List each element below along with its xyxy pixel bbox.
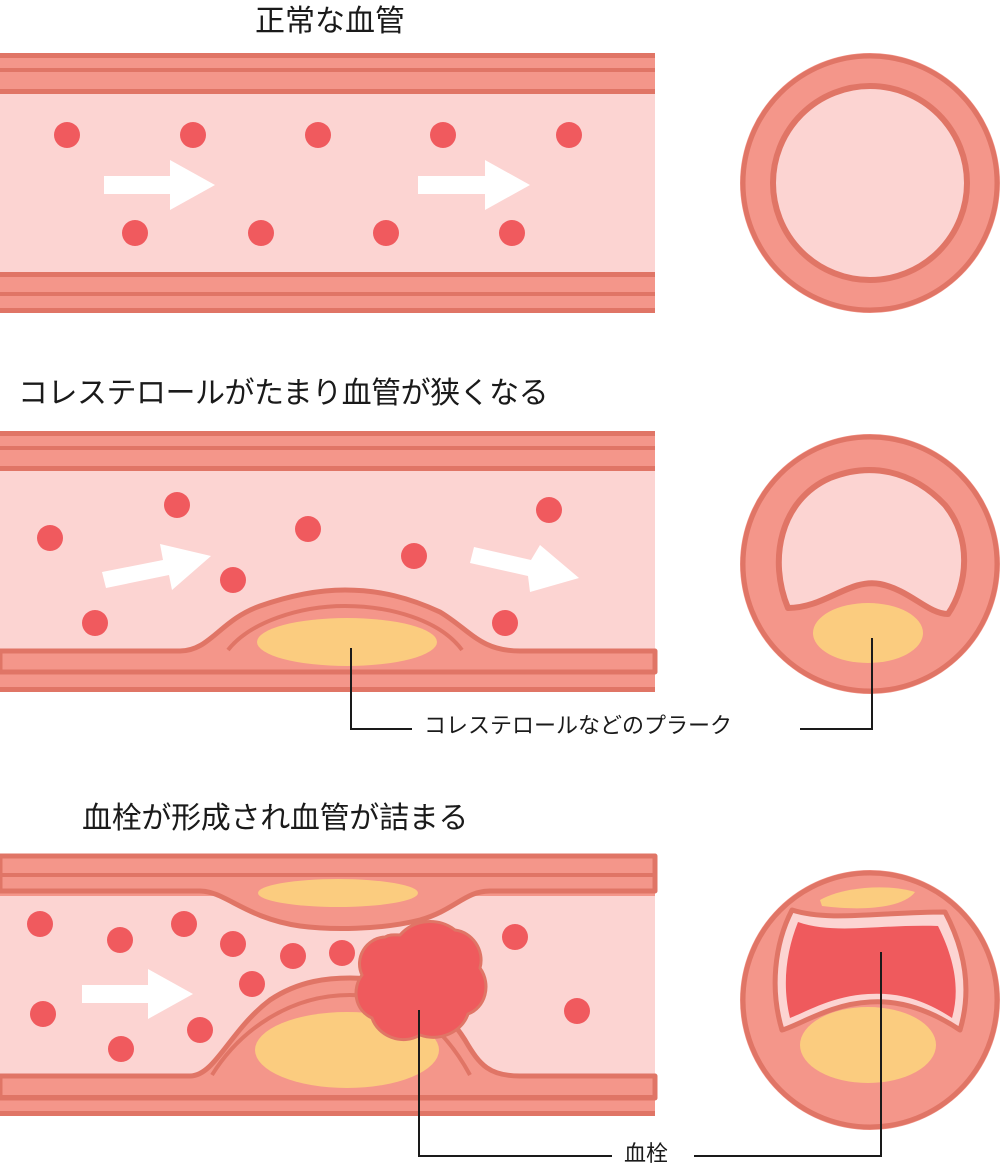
red-blood-cell bbox=[54, 122, 80, 148]
flow-arrow-icon bbox=[470, 545, 579, 592]
red-blood-cell bbox=[107, 927, 133, 953]
plaque-leader-lines bbox=[350, 638, 873, 730]
thrombus-clot-icon bbox=[785, 922, 956, 1018]
normal-vessel-cross-section bbox=[740, 53, 1000, 313]
red-blood-cell bbox=[164, 492, 190, 518]
red-blood-cell bbox=[220, 931, 246, 957]
red-blood-cell bbox=[492, 610, 518, 636]
red-blood-cells bbox=[37, 492, 562, 636]
red-blood-cells bbox=[27, 911, 590, 1062]
vessel-lumen bbox=[0, 93, 655, 273]
plaque-deposit-icon bbox=[257, 618, 437, 666]
red-blood-cell bbox=[37, 525, 63, 551]
flow-arrow-icon bbox=[104, 160, 215, 210]
red-blood-cell bbox=[401, 543, 427, 569]
red-blood-cell bbox=[108, 1036, 134, 1062]
flow-arrow-icon bbox=[418, 160, 530, 210]
heading-normal-vessel: 正常な血管 bbox=[255, 4, 405, 39]
narrowed-lumen bbox=[775, 467, 968, 617]
red-blood-cell bbox=[373, 220, 399, 246]
blocked-vessel-cross-section bbox=[740, 870, 1000, 1130]
red-blood-cell bbox=[171, 911, 197, 937]
red-blood-cell bbox=[248, 220, 274, 246]
red-blood-cell bbox=[220, 567, 246, 593]
plaque-deposit-icon bbox=[820, 887, 915, 909]
narrowed-vessel-cross-section bbox=[740, 434, 1000, 694]
blocked-vessel-longitudinal bbox=[0, 853, 658, 1116]
red-blood-cell bbox=[187, 1017, 213, 1043]
red-blood-cell bbox=[295, 516, 321, 542]
red-blood-cell bbox=[305, 122, 331, 148]
heading-narrowed-vessel: コレステロールがたまり血管が狭くなる bbox=[18, 376, 549, 411]
red-blood-cell bbox=[30, 1001, 56, 1027]
red-blood-cells bbox=[54, 122, 582, 246]
red-blood-cell bbox=[329, 940, 355, 966]
red-blood-cell bbox=[430, 122, 456, 148]
normal-vessel-longitudinal bbox=[0, 53, 655, 313]
red-blood-cell bbox=[180, 122, 206, 148]
thrombus-label: 血栓 bbox=[618, 1140, 675, 1170]
plaque-deposit-icon bbox=[813, 603, 923, 663]
red-blood-cell bbox=[239, 971, 265, 997]
plaque-label: コレステロールなどのプラーク bbox=[418, 712, 739, 742]
red-blood-cell bbox=[82, 610, 108, 636]
plaque-deposit-icon bbox=[258, 879, 418, 907]
red-blood-cell bbox=[499, 220, 525, 246]
narrowed-vessel-longitudinal bbox=[0, 431, 658, 692]
red-blood-cell bbox=[564, 998, 590, 1024]
red-blood-cell bbox=[280, 943, 306, 969]
red-blood-cell bbox=[556, 122, 582, 148]
red-blood-cell bbox=[122, 220, 148, 246]
flow-arrow-icon bbox=[102, 544, 211, 590]
vessel-wall-top bbox=[0, 53, 655, 93]
red-blood-cell bbox=[536, 497, 562, 523]
thrombus-leader-lines bbox=[418, 952, 882, 1157]
heading-blocked-vessel: 血栓が形成され血管が詰まる bbox=[82, 801, 469, 836]
red-blood-cell bbox=[27, 911, 53, 937]
thrombus-clot-icon bbox=[354, 920, 488, 1041]
red-blood-cell bbox=[502, 924, 528, 950]
plaque-deposit-icon bbox=[800, 1007, 936, 1083]
flow-arrow-icon bbox=[82, 969, 193, 1019]
